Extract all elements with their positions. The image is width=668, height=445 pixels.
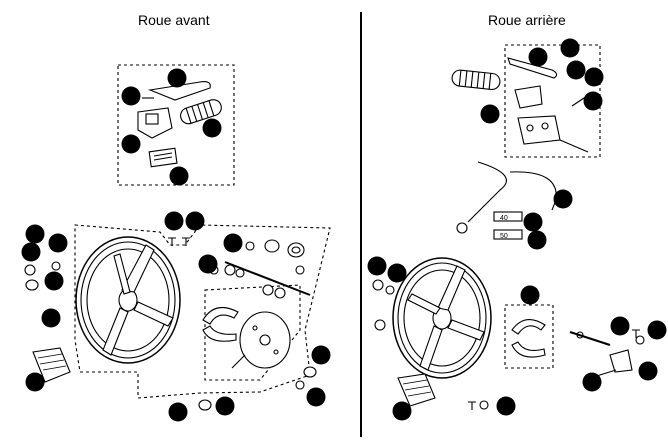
callout-dot: [496, 396, 516, 416]
callout-dot: [223, 233, 243, 253]
front-grip: [180, 99, 222, 125]
callout-dot: [566, 60, 586, 80]
callout-dot: [527, 230, 547, 250]
front-spacer: [245, 241, 255, 251]
callout-dot: [560, 38, 580, 58]
callout-dot: [202, 118, 222, 138]
rear-switch-housing: [517, 115, 561, 145]
callout-dot: [584, 67, 604, 87]
front-master-cylinder: [137, 107, 173, 139]
rear-grip: [451, 69, 501, 91]
rear-brake-cable-b: [509, 171, 557, 211]
callout-dot: [638, 361, 658, 381]
section-divider: [360, 12, 362, 437]
callout-dot: [169, 166, 189, 186]
callout-dot: [367, 256, 387, 276]
front-bearing-a: [264, 239, 280, 253]
rear-lever-bracket: [514, 85, 543, 109]
rear-cable-tag-50: [493, 229, 523, 240]
rear-cable-tag-50-label: 50: [500, 233, 508, 240]
callout-dot: [215, 396, 235, 416]
rear-brake-cable-a: [467, 161, 507, 223]
front-reservoir-cap: [148, 147, 178, 168]
callout-dot: [41, 308, 61, 328]
callout-dot: [44, 271, 64, 291]
callout-dot: [520, 285, 540, 305]
front-wheel: [75, 236, 181, 364]
front-brake-shoe-a: [202, 306, 239, 325]
callout-dot: [167, 68, 187, 88]
front-brake-lever: [147, 81, 211, 101]
callout-dot: [582, 372, 602, 392]
callout-dot: [185, 211, 205, 231]
callout-dot: [311, 345, 331, 365]
callout-dot: [610, 316, 630, 336]
callout-dot: [553, 189, 573, 209]
rear-cable-tag-40: [493, 211, 523, 222]
callout-dot: [121, 86, 141, 106]
callout-dot: [168, 402, 188, 422]
callout-dot: [583, 91, 603, 111]
callout-dot: [25, 372, 45, 392]
rear-wheel-title: Roue arrière: [488, 12, 566, 28]
callout-dot: [392, 401, 412, 421]
callout-dot: [528, 47, 548, 67]
front-brake-plate: [231, 311, 291, 369]
callout-dot: [523, 212, 543, 232]
callout-dot: [198, 254, 218, 274]
rear-brake-shoe-outline: [504, 304, 554, 369]
callout-dot: [306, 387, 326, 407]
callout-dot: [387, 263, 407, 283]
rear-brake-shoe-b: [511, 341, 546, 358]
callout-dot: [21, 242, 41, 262]
rear-speedo-drive: [397, 373, 436, 407]
front-wheel-title: Roue avant: [138, 12, 210, 28]
callout-dot: [647, 320, 667, 340]
rear-cable-tag-40-label: 40: [500, 215, 508, 222]
front-speedo-drive: [32, 347, 71, 383]
rear-wheel: [392, 257, 492, 379]
callout-dot: [164, 211, 184, 231]
callout-markers: [21, 38, 667, 422]
rear-brake-lever: [507, 57, 558, 79]
rear-brake-arm: [609, 349, 633, 373]
front-axle: [224, 261, 311, 296]
front-bearing-b: [287, 242, 305, 258]
rear-brake-shoe-a: [511, 319, 546, 335]
callout-dot: [48, 233, 68, 253]
callout-dot: [480, 104, 500, 124]
rear-axle: [569, 331, 611, 346]
callout-dot: [25, 224, 45, 244]
callout-dot: [121, 134, 141, 154]
